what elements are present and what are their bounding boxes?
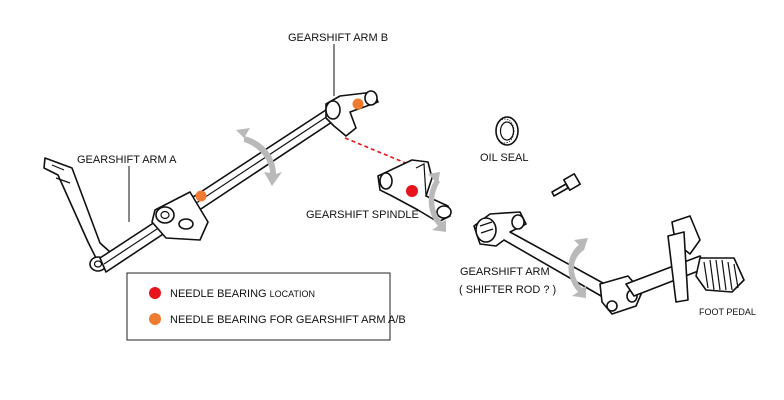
- foot-pedal-part: [625, 215, 745, 303]
- rotation-arrow-spindle: [428, 172, 446, 232]
- label-gearshift-spindle: GEARSHIFT SPINDLE: [306, 209, 419, 221]
- legend-box: [126, 272, 391, 341]
- gearshift-arm-a-part: [43, 157, 111, 272]
- arm-b-to-spindle-dashed-link: [344, 137, 409, 165]
- legend-swatch-needle-arm: [149, 313, 161, 325]
- label-gearshift-arm: GEARSHIFT ARM: [460, 266, 550, 278]
- rotation-arrow-shaft: [236, 128, 282, 186]
- gearshift-shaft: [99, 105, 339, 273]
- legend-label-needle-location-suffix: LOCATION: [270, 289, 315, 299]
- rotation-arrow-shifter-rod: [568, 238, 588, 298]
- bolt-part: [551, 173, 581, 197]
- gearshift-arm-b-part: [325, 90, 379, 137]
- oil-seal-part: [495, 116, 519, 146]
- label-gearshift-arm-a: GEARSHIFT ARM A: [77, 154, 177, 166]
- legend-label-needle-location: NEEDLE BEARING LOCATION: [170, 288, 315, 300]
- needle-bearing-dot-arm-b: [352, 98, 364, 110]
- label-gearshift-arm-b: GEARSHIFT ARM B: [288, 32, 388, 44]
- label-shifter-rod: ( SHIFTER ROD ? ): [459, 284, 556, 296]
- needle-bearing-dot-shaft: [195, 190, 207, 202]
- label-foot-pedal: FOOT PEDAL: [699, 307, 756, 317]
- legend-swatch-needle-location: [149, 287, 161, 299]
- needle-bearing-dot-spindle: [406, 185, 418, 197]
- legend-label-needle-arm: NEEDLE BEARING FOR GEARSHIFT ARM A/B: [170, 314, 406, 326]
- legend: NEEDLE BEARING LOCATION NEEDLE BEARING F…: [126, 272, 406, 341]
- label-oil-seal: OIL SEAL: [480, 152, 529, 164]
- legend-label-needle-location-main: NEEDLE BEARING: [170, 288, 270, 300]
- gearshift-arm-shifter-rod-part: [473, 211, 643, 315]
